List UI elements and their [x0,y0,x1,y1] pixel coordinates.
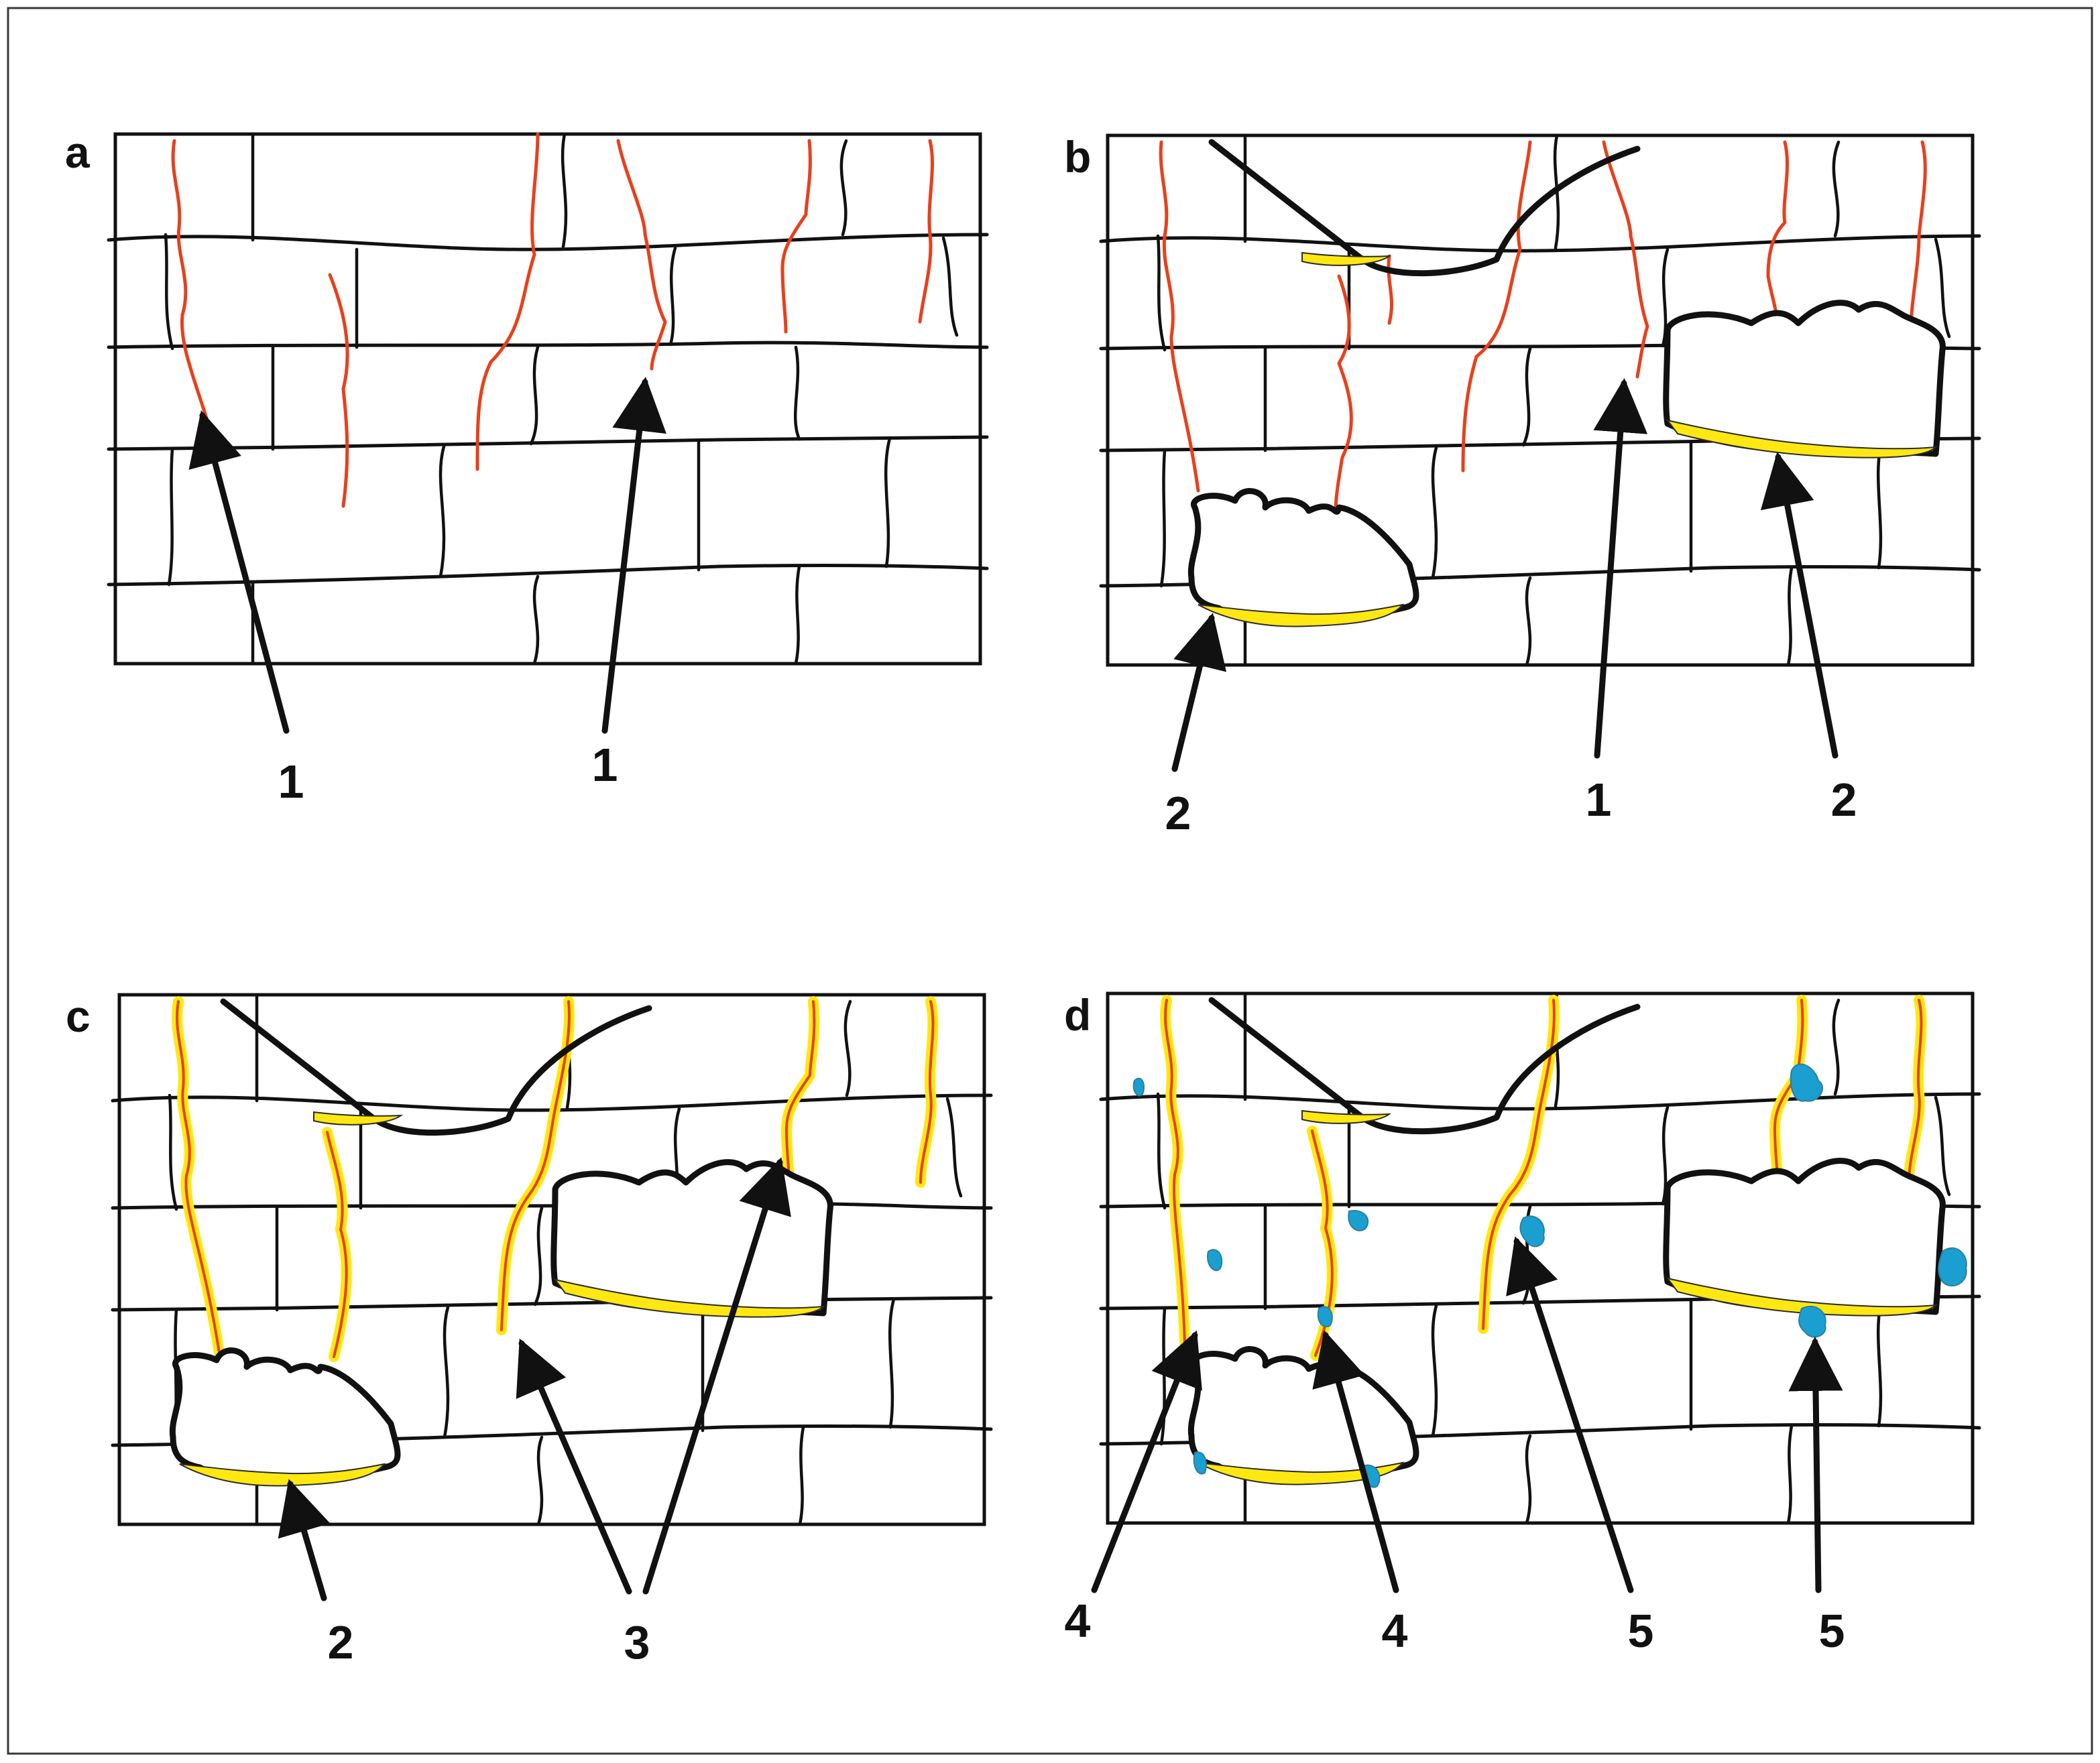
crystal [1317,1306,1333,1327]
label-4-left: 4 [1065,1595,1091,1647]
panel-letter-d: d [1064,990,1091,1040]
arrow-label-2 [278,1479,331,1601]
panel-b: b 2 1 2 [1064,132,1979,839]
panel-c: c 2 3 [66,991,991,1668]
label-1-right: 1 [592,739,618,791]
crystals-d [1132,1063,1967,1488]
label-1-left: 1 [278,755,304,808]
panel-letter-c: c [66,991,91,1041]
fissures-b [1159,140,1927,513]
crystal [1193,1451,1207,1475]
label-5-left: 5 [1628,1605,1654,1657]
crystal [1790,1063,1823,1102]
arrow-label-1 [1593,377,1648,759]
panel-letter-b: b [1064,132,1091,182]
label-5-right: 5 [1819,1605,1845,1657]
label-3: 3 [624,1616,650,1668]
arrow-label-1-left [188,410,290,734]
arrow-label-5-left [1506,1236,1634,1593]
fissures-a [171,132,935,508]
arrows-d [1091,1236,1843,1593]
panel-letter-a: a [65,127,91,177]
panel-a: a 1 1 [65,127,987,808]
arrows-a [188,376,666,734]
arrow-label-2-left [1171,613,1227,772]
crystal [1132,1077,1145,1097]
arrow-label-1-right [601,376,666,734]
arrow-label-4-right [1312,1330,1399,1593]
arrow-label-2-right [1760,452,1839,759]
label-1: 1 [1586,774,1612,826]
label-4-right: 4 [1382,1605,1408,1657]
crystal [1798,1305,1826,1338]
crystal [1207,1249,1223,1272]
crystal [1938,1247,1967,1286]
arrows-b [1171,377,1839,772]
arrow-label-3-left [516,1338,632,1595]
label-2-left: 2 [1165,787,1191,839]
arrow-label-3-right [642,1157,791,1595]
arrows-c [278,1157,791,1601]
arrow-label-5-right [1788,1336,1843,1593]
label-2-right: 2 [1831,774,1857,826]
panel-d: d 4 4 5 5 [1064,990,1979,1657]
crystal [1348,1210,1369,1231]
label-2: 2 [328,1616,354,1668]
arrow-label-4-left [1091,1330,1202,1593]
